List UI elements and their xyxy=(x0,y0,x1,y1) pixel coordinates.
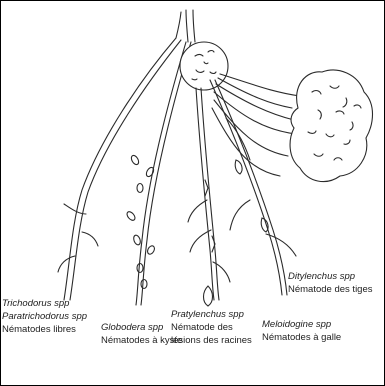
species-trichodorus: Trichodorus spp xyxy=(2,297,87,310)
root-ditylenchus xyxy=(220,74,300,96)
common-name-pratylenchus-2: lésions des racines xyxy=(171,334,252,347)
tuber xyxy=(180,42,228,90)
root-meloidogine xyxy=(215,80,287,295)
root-pratylenchus xyxy=(201,88,219,300)
root-branch xyxy=(213,262,230,282)
cyst xyxy=(145,166,155,178)
cyst xyxy=(141,280,147,289)
stem-top xyxy=(186,10,188,42)
label-ditylenchus: Ditylenchus spp Nématode des tiges xyxy=(288,270,373,296)
lesion-bulb xyxy=(204,286,213,306)
root-branch xyxy=(188,200,207,222)
label-trichodorus: Trichodorus spp Paratrichodorus spp Néma… xyxy=(2,297,87,336)
cyst xyxy=(132,234,141,245)
stem-top xyxy=(193,10,195,42)
root-ditylenchus xyxy=(214,92,296,134)
species-pratylenchus: Pratylenchus spp xyxy=(171,308,252,321)
common-name-ditylenchus: Nématode des tiges xyxy=(288,283,373,296)
root-trichodorus xyxy=(70,40,181,300)
gall xyxy=(235,160,242,174)
root-ditylenchus xyxy=(214,100,288,156)
cyst xyxy=(137,264,143,273)
cyst xyxy=(137,184,143,193)
common-name-pratylenchus-1: Nématode des xyxy=(171,321,252,334)
label-pratylenchus: Pratylenchus spp Nématode des lésions de… xyxy=(171,308,252,347)
label-meloidogine: Meloidogine spp Nématodes à galle xyxy=(262,318,341,344)
root-branch xyxy=(82,232,98,246)
species-paratrichodorus: Paratrichodorus spp xyxy=(2,310,87,323)
cyst xyxy=(146,245,156,256)
species-meloidogine: Meloidogine spp xyxy=(262,318,341,331)
root-ditylenchus xyxy=(218,78,292,108)
cyst xyxy=(130,154,140,166)
root-ditylenchus xyxy=(216,84,294,120)
common-name-meloidogine: Nématodes à galle xyxy=(262,331,341,344)
root-branch xyxy=(58,256,75,272)
cyst xyxy=(125,210,136,222)
root-trichodorus xyxy=(64,38,176,300)
root-globodera xyxy=(136,42,186,305)
stem-top xyxy=(176,12,181,38)
root-globodera xyxy=(141,42,191,305)
species-ditylenchus: Ditylenchus spp xyxy=(288,270,373,283)
root-branch xyxy=(230,200,250,230)
lesion xyxy=(205,180,208,196)
root-ditylenchus xyxy=(212,108,280,176)
common-name-trichodorus: Nématodes libres xyxy=(2,323,87,336)
root-pratylenchus xyxy=(196,88,214,300)
